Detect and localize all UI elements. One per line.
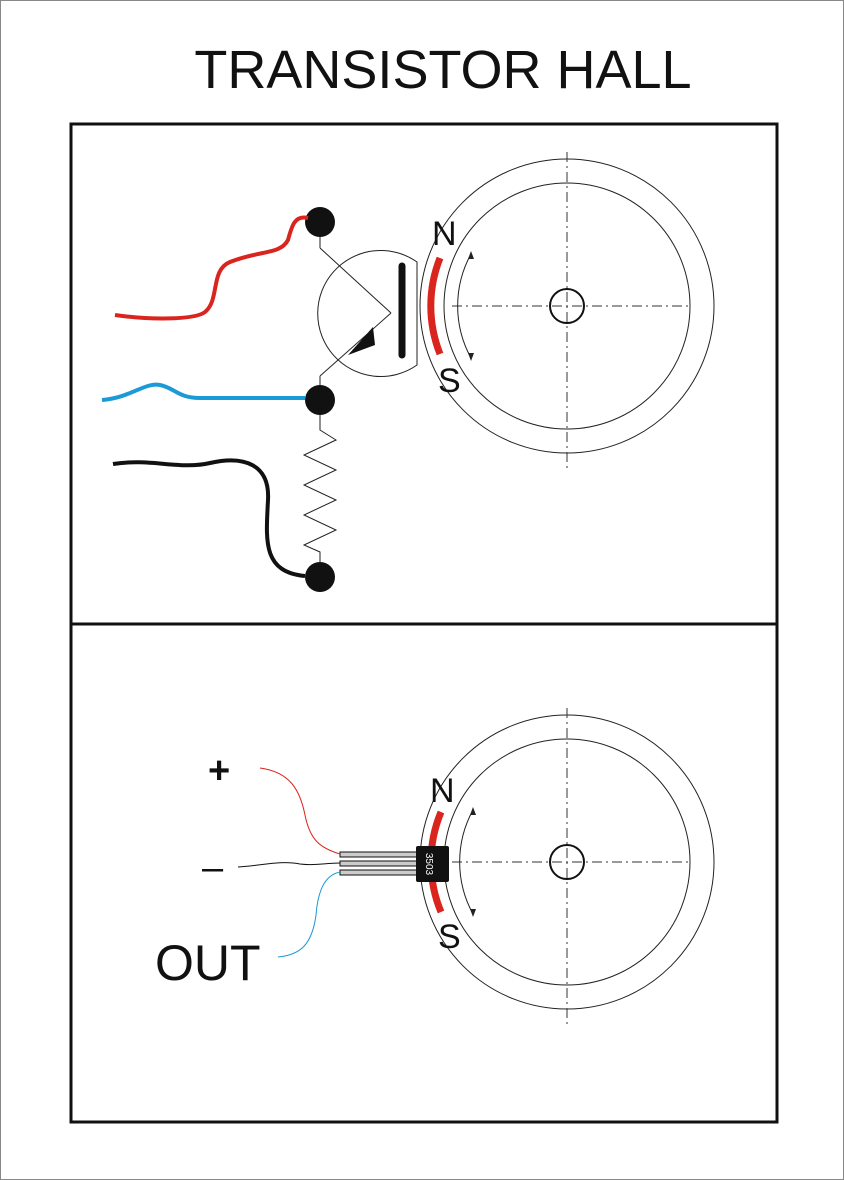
sensor-label: 3503: [423, 853, 434, 876]
south-label: S: [438, 362, 461, 400]
black-wire-thin: [237, 862, 341, 868]
emitter-arrow-icon: [348, 327, 375, 355]
minus-label: –: [202, 847, 224, 889]
terminal-dot: [305, 207, 335, 237]
blue-wire: [101, 382, 305, 402]
arrow-icon: [468, 353, 474, 361]
resistor: [302, 415, 338, 562]
blue-wire-thin: [277, 871, 341, 958]
arrow-icon: [470, 807, 476, 815]
bottom-wheel: [419, 708, 715, 1028]
out-label: OUT: [155, 935, 261, 991]
transistor-symbol: [317, 236, 418, 386]
top-wheel: [419, 152, 715, 472]
hall-sensor: 3503: [339, 846, 449, 882]
south-label: S: [438, 918, 461, 956]
arrow-icon: [468, 251, 474, 259]
arrow-icon: [470, 909, 476, 917]
plus-label: +: [208, 750, 230, 792]
red-wire-thin: [259, 767, 341, 855]
red-wire: [114, 215, 309, 321]
title: TRANSISTOR HALL: [194, 40, 691, 100]
terminal-dot: [305, 385, 335, 415]
north-label: N: [432, 215, 457, 253]
terminal-dot: [305, 562, 335, 592]
black-wire: [112, 458, 306, 578]
magnet-arc: [427, 256, 444, 356]
north-label: N: [430, 772, 455, 810]
